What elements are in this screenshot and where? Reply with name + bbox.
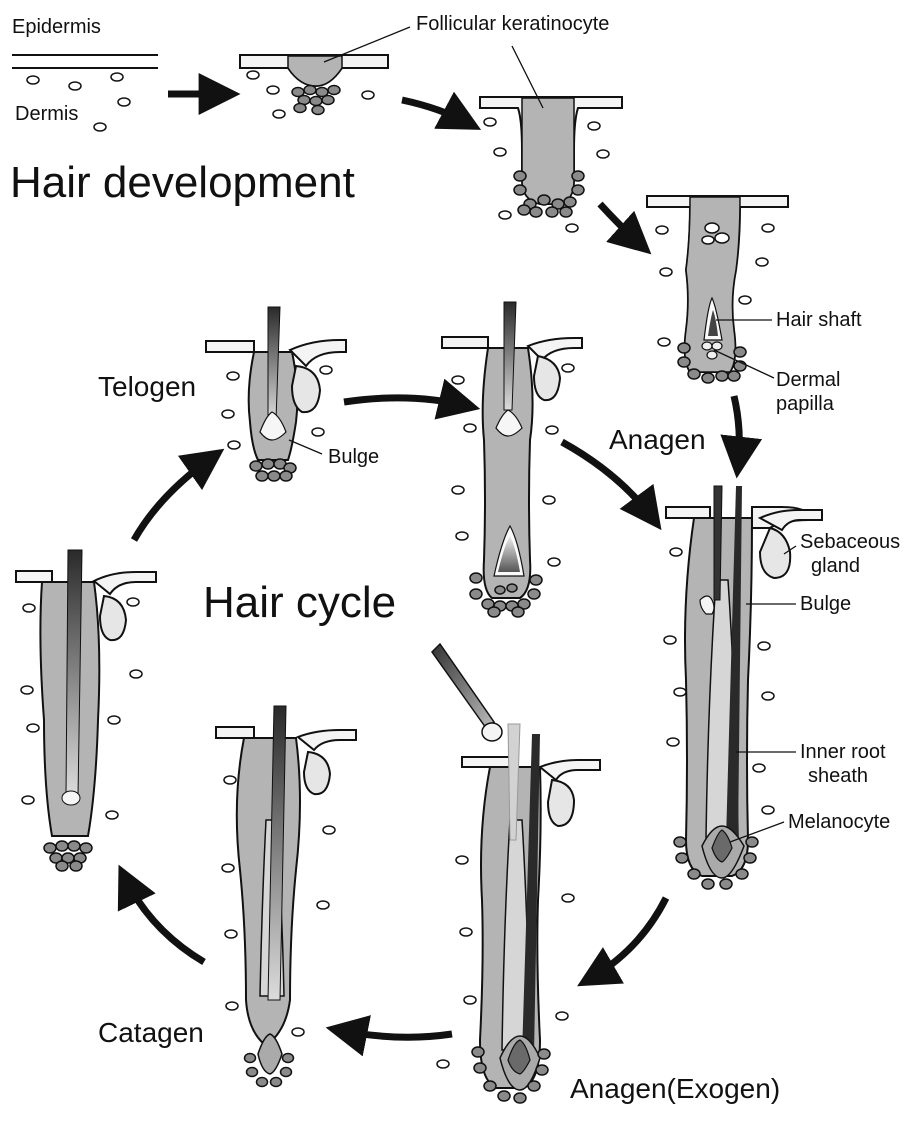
stage-late-catagen: [16, 550, 156, 871]
stage-placode: [240, 55, 388, 118]
arrow-3: [600, 204, 642, 246]
label-hair-development: Hair development: [10, 160, 355, 206]
label-telogen: Telogen: [98, 372, 196, 401]
label-hair-shaft: Hair shaft: [776, 310, 862, 331]
arrow-7: [124, 876, 204, 962]
label-hair-cycle: Hair cycle: [203, 580, 396, 626]
label-anagen: Anagen: [609, 425, 706, 454]
leader-bulge-telogen: [289, 440, 322, 454]
arrow-6: [338, 1030, 452, 1037]
stage-telogen: [206, 307, 346, 481]
label-follicular-keratinocyte: Follicular keratinocyte: [416, 14, 609, 35]
label-anagen-exogen: Anagen(Exogen): [570, 1074, 780, 1103]
arrow-5: [588, 898, 666, 980]
label-sebaceous-gland-line2: gland: [811, 556, 860, 577]
shed-club-hair: [432, 644, 502, 741]
label-catagen: Catagen: [98, 1018, 204, 1047]
arrow-8: [134, 456, 214, 540]
label-bulge-telogen: Bulge: [328, 447, 379, 468]
stage-peg: [480, 97, 622, 232]
stage-early-anagen: [442, 302, 582, 617]
label-bulge-anagen: Bulge: [800, 594, 851, 615]
stage-exogen: [437, 724, 600, 1103]
arrow-9: [344, 398, 468, 406]
label-dermis: Dermis: [15, 104, 78, 125]
label-dermal-papilla-line2: papilla: [776, 394, 834, 415]
stage-catagen: [216, 706, 356, 1087]
arrow-4: [734, 396, 739, 466]
label-dermal-papilla-line1: Dermal: [776, 370, 840, 391]
arrow-2: [402, 100, 470, 124]
label-inner-root-sheath-line1: Inner root: [800, 742, 886, 763]
label-epidermis: Epidermis: [12, 17, 101, 38]
stage-follicle: [647, 196, 788, 383]
label-melanocyte: Melanocyte: [788, 812, 890, 833]
label-inner-root-sheath-line2: sheath: [808, 766, 868, 787]
label-sebaceous-gland-line1: Sebaceous: [800, 532, 900, 553]
